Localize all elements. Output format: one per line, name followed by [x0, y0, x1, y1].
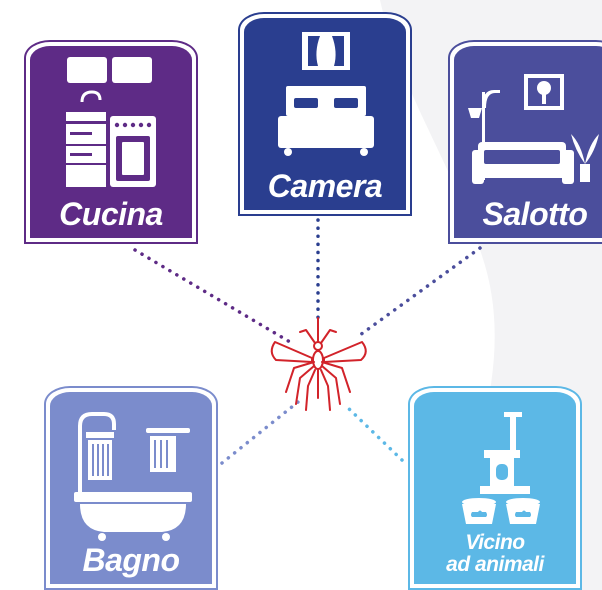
- card-cucina: Cucina: [24, 40, 198, 244]
- connector-salotto: [358, 246, 482, 337]
- card-bagno-label: Bagno: [82, 542, 180, 578]
- card-cucina-label: Cucina: [59, 196, 163, 232]
- connector-bagno: [220, 400, 300, 465]
- bedroom-icon: [278, 32, 374, 156]
- card-animali: Vicino ad animali: [408, 386, 582, 590]
- bathroom-icon: [74, 412, 192, 541]
- card-animali-label-line2: ad animali: [446, 553, 544, 576]
- kitchen-icon: [66, 57, 156, 187]
- pet-icon: [462, 412, 540, 524]
- card-cucina-inner: Cucina: [30, 46, 192, 238]
- card-bagno-inner: Bagno: [50, 392, 212, 584]
- card-camera-inner: Camera: [244, 18, 406, 210]
- card-salotto-label: Salotto: [482, 196, 588, 232]
- living-room-icon: [468, 74, 599, 184]
- connector-animali: [343, 403, 404, 462]
- card-animali-inner: Vicino ad animali: [414, 392, 576, 584]
- card-animali-label-line1: Vicino: [465, 531, 525, 554]
- card-camera: Camera: [238, 12, 412, 216]
- connector-cucina: [133, 248, 292, 344]
- card-bagno: Bagno: [44, 386, 218, 590]
- card-salotto-inner: Salotto: [454, 46, 602, 238]
- card-salotto: Salotto: [448, 40, 602, 244]
- card-camera-label: Camera: [267, 168, 383, 204]
